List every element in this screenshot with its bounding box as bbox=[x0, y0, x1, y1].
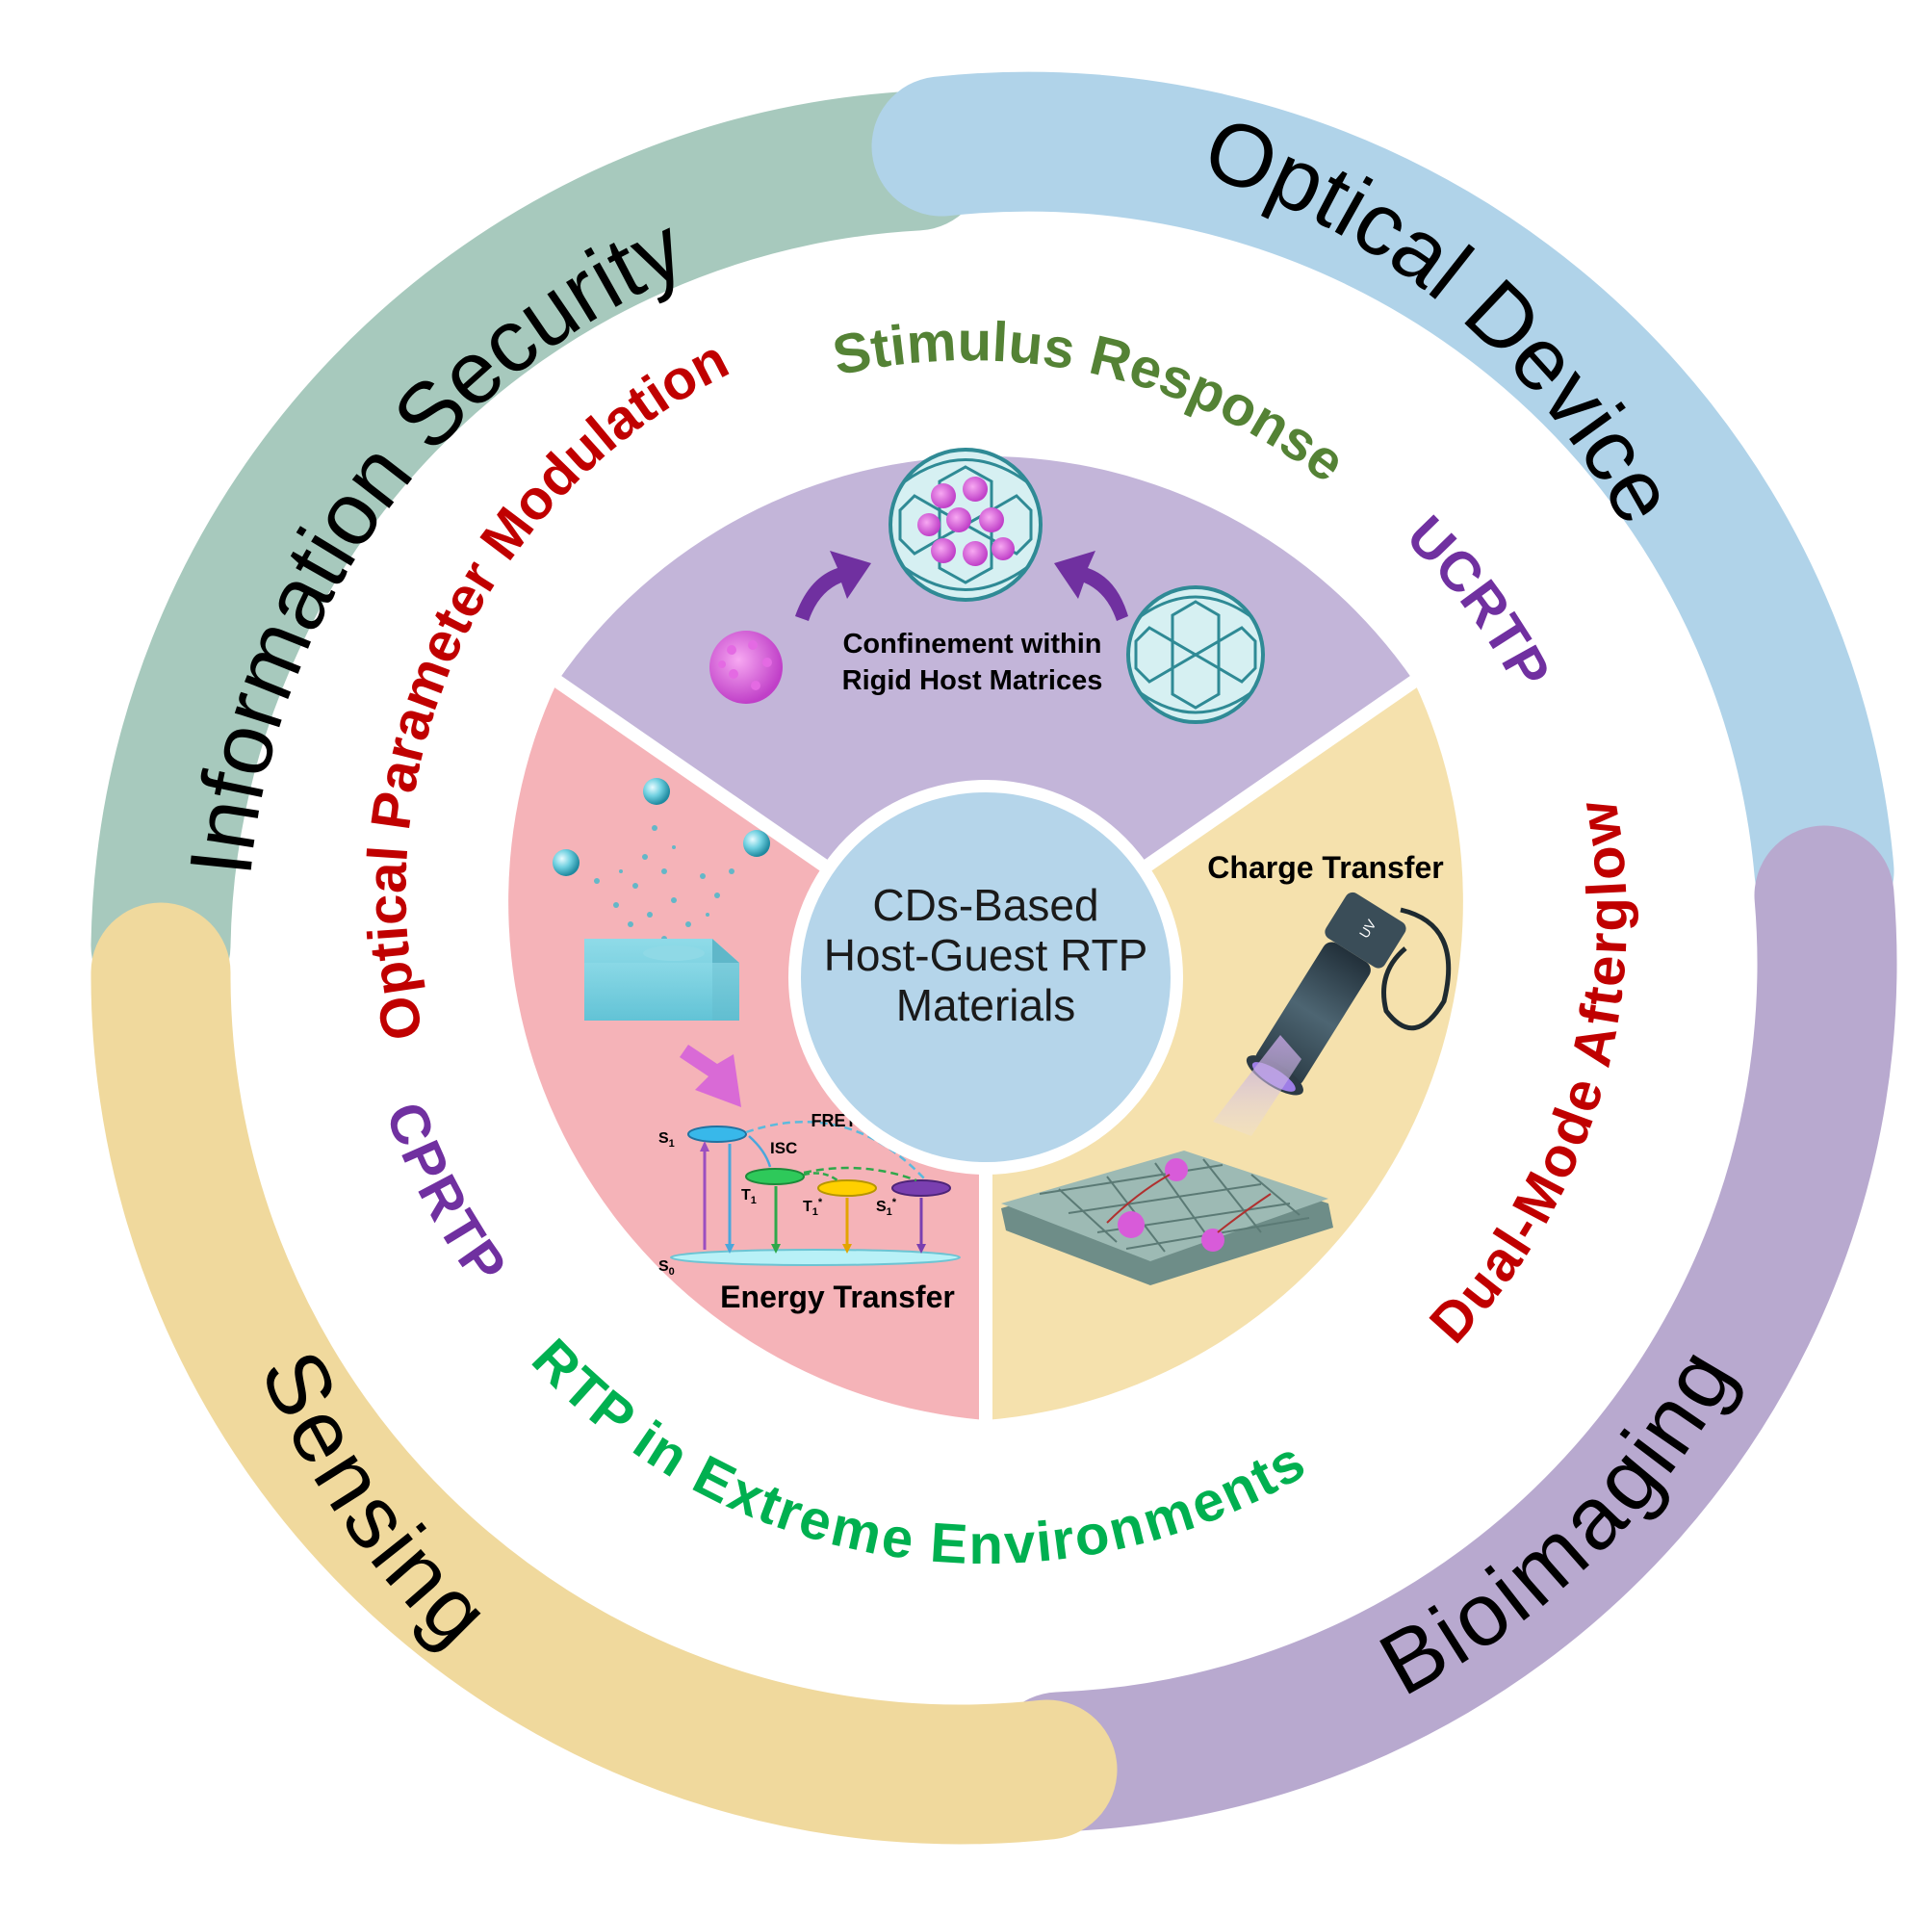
label-bioimaging: Bioimaging bbox=[1364, 1333, 1752, 1714]
ring-segment-bioimaging bbox=[989, 825, 1897, 1832]
guest-sphere-icon bbox=[643, 778, 670, 805]
guest-sphere-icon bbox=[553, 849, 580, 876]
s1-star-label: S1* bbox=[876, 1197, 897, 1218]
particle-spray bbox=[594, 825, 734, 951]
fullerene-icon bbox=[1126, 585, 1265, 724]
sector-energy-transfer bbox=[508, 682, 986, 1420]
t1-label: T1 bbox=[741, 1187, 757, 1206]
isc-label: ISC bbox=[770, 1139, 797, 1157]
arrow-icon bbox=[1054, 551, 1128, 621]
ring-segment-information-security bbox=[90, 91, 987, 1016]
ring-segment-sensing bbox=[90, 902, 1118, 1845]
graphene-sheet-icon bbox=[1001, 1151, 1333, 1285]
s1-label: S1 bbox=[658, 1130, 675, 1150]
energy-transfer-label: Energy Transfer bbox=[720, 1280, 955, 1314]
ring-segment-optical-device bbox=[871, 71, 1894, 942]
host-matrix-block-icon bbox=[584, 939, 739, 1021]
confinement-illustration: Confinement within Rigid Host Matrices bbox=[709, 448, 1265, 724]
center-title-line3: Materials bbox=[896, 980, 1076, 1030]
flashlight-strap bbox=[1381, 907, 1452, 1031]
fullerene-with-cds-icon bbox=[889, 448, 1043, 602]
uv-beam bbox=[1213, 1035, 1301, 1136]
carbon-dot-icon bbox=[709, 631, 783, 704]
energy-transfer-illustration: FRET or Dexter ISC S1 T1 T1* S1* S0 Ener… bbox=[553, 778, 961, 1314]
s0-label: S0 bbox=[658, 1258, 675, 1278]
arrow-icon bbox=[795, 551, 871, 621]
t1-star-label: T1* bbox=[803, 1197, 823, 1218]
outer-ring bbox=[90, 71, 1897, 1845]
arrow-icon bbox=[680, 1045, 741, 1107]
confinement-label-line2: Rigid Host Matrices bbox=[842, 665, 1103, 696]
charge-transfer-label: Charge Transfer bbox=[1207, 850, 1443, 885]
guest-sphere-icon bbox=[743, 830, 770, 857]
center-hub: CDs-Based Host-Guest RTP Materials bbox=[788, 780, 1183, 1175]
charge-transfer-illustration: Charge Transfer UV bbox=[1001, 850, 1452, 1285]
center-title-line2: Host-Guest RTP bbox=[824, 930, 1148, 980]
center-title-line1: CDs-Based bbox=[872, 880, 1098, 930]
confinement-label-line1: Confinement within bbox=[842, 629, 1101, 660]
label-cprtp: CPRTP bbox=[374, 1095, 518, 1296]
